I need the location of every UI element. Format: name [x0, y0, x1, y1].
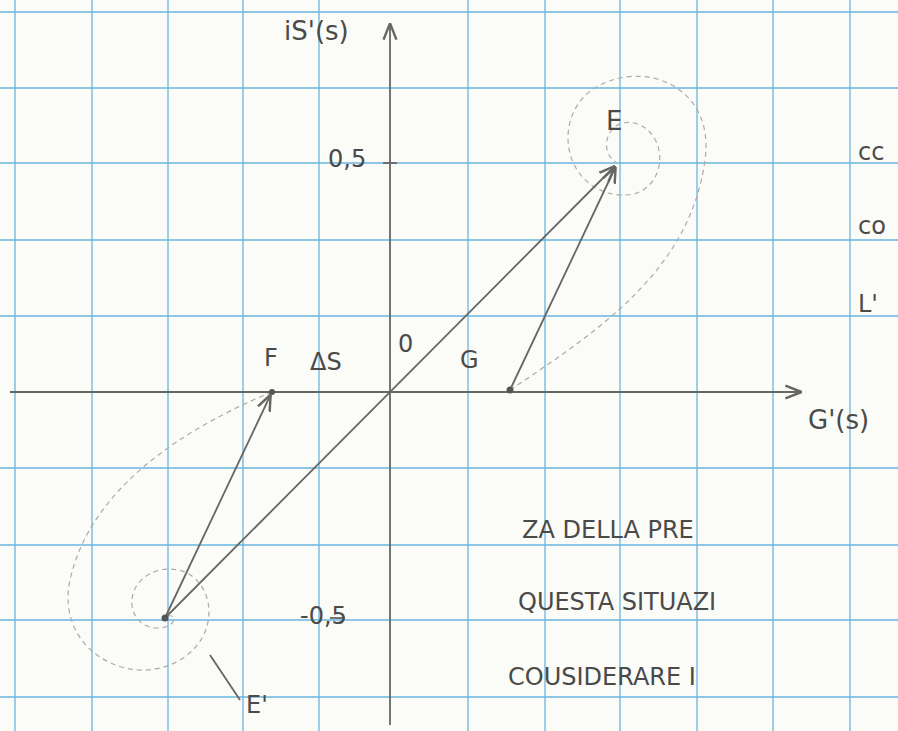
handwritten-note: QUESTA SITUAZI [518, 590, 716, 614]
phasor-arrows [165, 167, 615, 700]
tick-label: 0,5 [328, 147, 366, 171]
handwritten-note: ZA DELLA PRE [522, 518, 694, 542]
cut-note: L' [858, 292, 878, 316]
cut-note: co [858, 214, 886, 238]
origin-label: 0 [398, 332, 413, 356]
cut-note: cc [858, 140, 884, 164]
delta-label: ΔS [310, 350, 342, 374]
point-label: E [606, 108, 622, 134]
axis-label: iS'(s) [284, 18, 349, 44]
point-label: E' [246, 693, 268, 717]
handwritten-note: COUSIDERARE I [508, 665, 696, 689]
axes [10, 25, 800, 725]
point-label: F [264, 346, 278, 370]
axis-label: G'(s) [808, 407, 869, 433]
tick-label: -0,5 [300, 604, 347, 628]
pencil-spiral [68, 76, 706, 670]
point-label: G [460, 348, 479, 372]
points [162, 387, 514, 622]
